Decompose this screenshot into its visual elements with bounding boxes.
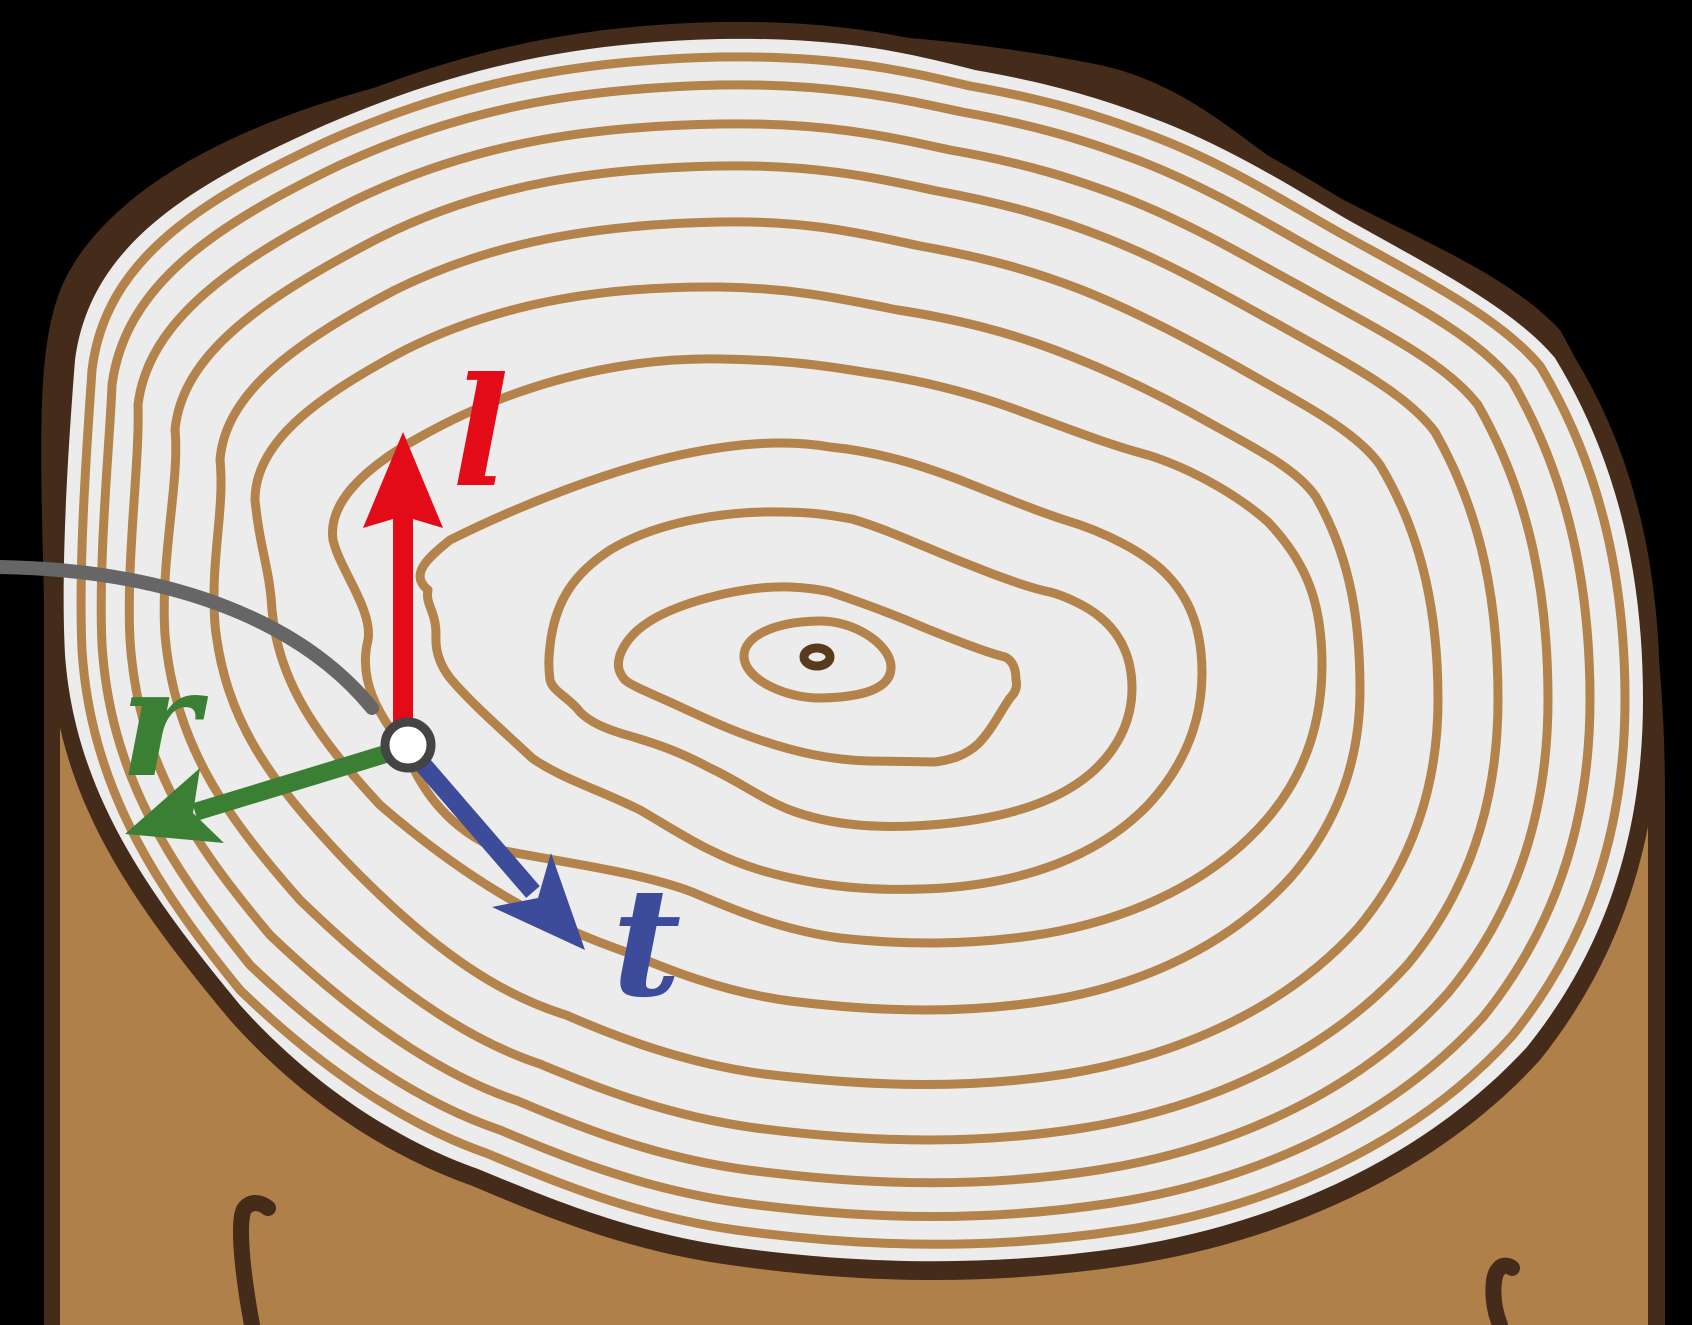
origin-point — [385, 722, 431, 768]
tangential-axis-label: t — [612, 855, 681, 1031]
longitudinal-axis-label: l — [452, 345, 509, 521]
longitudinal-axis-shaft — [393, 510, 413, 745]
radial-axis-label: r — [120, 635, 209, 811]
